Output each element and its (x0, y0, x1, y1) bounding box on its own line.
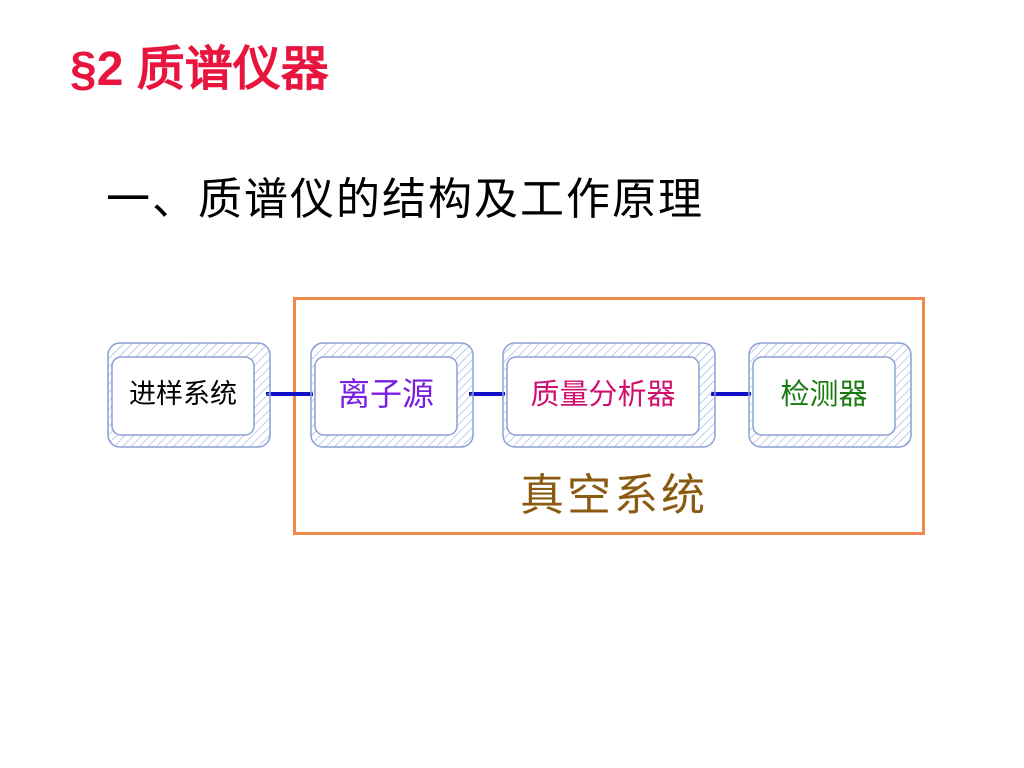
component-box-mass-analyzer (502, 342, 716, 448)
box-inner (506, 356, 700, 436)
component-boxes (107, 342, 912, 448)
component-box-sample-inlet (107, 342, 271, 448)
box-label-ion-source: 离子源 (337, 375, 434, 413)
box-label-sample-inlet: 进样系统 (129, 378, 237, 410)
box-inner (314, 356, 458, 436)
section-heading: 一、质谱仪的结构及工作原理 (106, 174, 704, 225)
slide-title: §2 质谱仪器 (70, 43, 329, 96)
box-inner (111, 356, 255, 436)
box-label-mass-analyzer: 质量分析器 (530, 376, 676, 411)
box-inner (752, 356, 896, 436)
vacuum-system-frame (293, 297, 925, 535)
vacuum-system-label: 真空系统 (520, 470, 708, 521)
component-box-detector (748, 342, 912, 448)
box-label-detector: 检测器 (780, 376, 868, 411)
component-box-ion-source (310, 342, 474, 448)
